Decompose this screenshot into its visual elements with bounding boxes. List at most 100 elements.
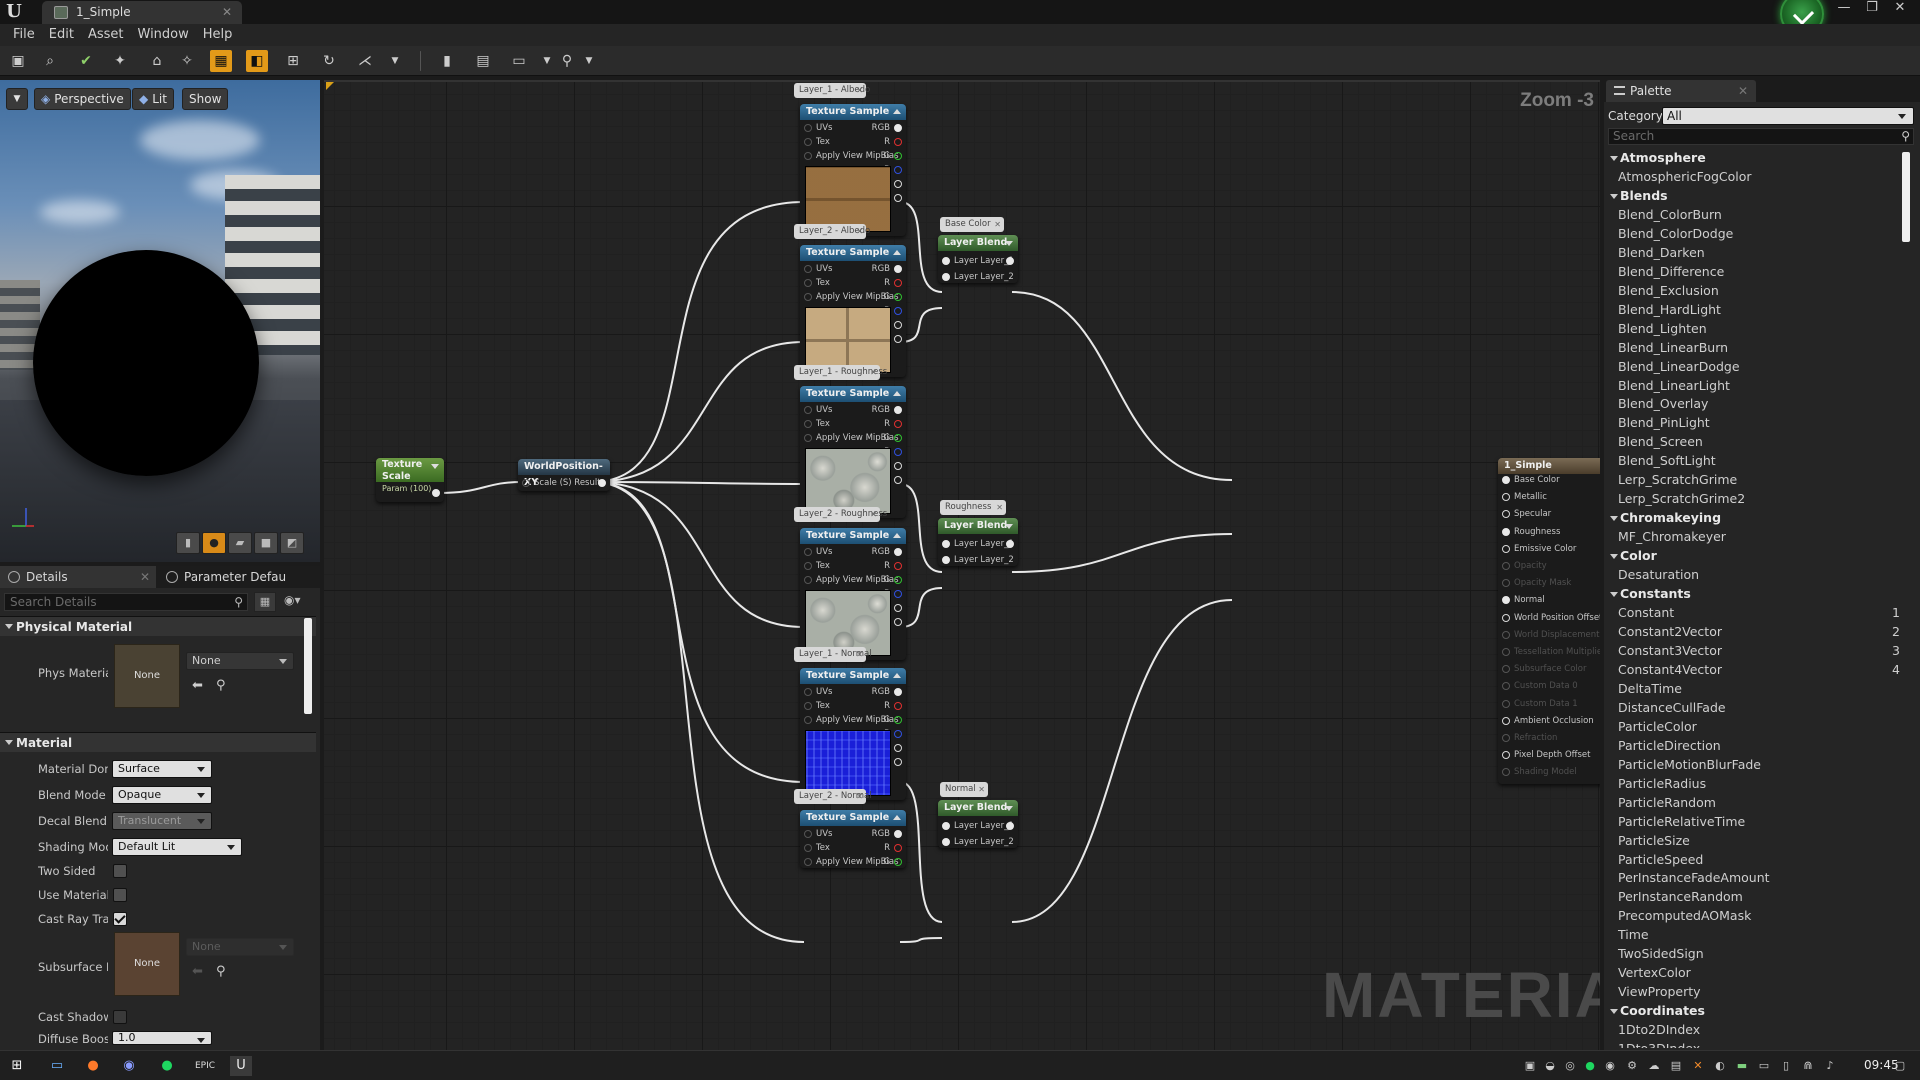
palette-item[interactable]: MF_Chromakeyer bbox=[1604, 527, 1904, 546]
palette-search-input[interactable]: Search⚲ bbox=[1608, 128, 1914, 145]
spotify-icon[interactable]: ● bbox=[161, 1058, 173, 1073]
two-sided-checkbox[interactable] bbox=[113, 864, 127, 878]
input-pin-icon[interactable] bbox=[942, 540, 950, 548]
material-input-pin-icon[interactable] bbox=[1502, 751, 1510, 760]
material-input-pin-icon[interactable] bbox=[1502, 768, 1510, 777]
material-input-pin-icon[interactable] bbox=[1502, 648, 1510, 656]
wifi-icon[interactable]: ⋒ bbox=[1803, 1059, 1813, 1072]
palette-category[interactable]: Color bbox=[1604, 546, 1904, 565]
output-pin-icon[interactable] bbox=[598, 479, 606, 487]
preview-viewport[interactable]: ▼ ◈Perspective ◆Lit Show ▮ ● ▰ ■ ◩ bbox=[0, 80, 320, 562]
output-pin-icon[interactable] bbox=[894, 194, 902, 202]
output-pin-icon[interactable] bbox=[894, 420, 902, 428]
tray-icon[interactable]: ◎ bbox=[1565, 1059, 1575, 1072]
preview-plane-icon[interactable]: ▰ bbox=[228, 532, 252, 554]
palette-item[interactable]: ParticleRandom bbox=[1604, 793, 1904, 812]
palette-item[interactable]: Blend_SoftLight bbox=[1604, 451, 1904, 470]
close-icon[interactable]: ✕ bbox=[996, 503, 1003, 512]
palette-item[interactable]: ParticleSize bbox=[1604, 831, 1904, 850]
close-tab-icon[interactable]: ✕ bbox=[1737, 84, 1748, 98]
input-pin-icon[interactable] bbox=[804, 420, 812, 428]
menu-file[interactable]: File bbox=[13, 27, 35, 42]
eye-icon[interactable]: ◉▾ bbox=[284, 593, 301, 607]
output-pin-icon[interactable] bbox=[894, 138, 902, 146]
stats-icon[interactable]: ▮ bbox=[443, 53, 451, 69]
input-pin-icon[interactable] bbox=[522, 479, 530, 487]
input-pin-icon[interactable] bbox=[804, 562, 812, 570]
phys-material-dropdown[interactable]: None bbox=[186, 652, 294, 670]
save-icon[interactable]: ▣ bbox=[11, 53, 25, 69]
palette-scrollbar[interactable] bbox=[1902, 152, 1910, 242]
layer-blend-comment[interactable]: Normal✕ bbox=[940, 782, 988, 797]
palette-item[interactable]: DistanceCullFade bbox=[1604, 698, 1904, 717]
output-pin-icon[interactable] bbox=[894, 830, 902, 838]
hierarchy-chevron-down-icon[interactable]: ▼ bbox=[585, 56, 593, 66]
tab-parameter-defaults[interactable]: Parameter Defaults bbox=[158, 566, 286, 588]
subsurface-profile-thumbnail[interactable]: None bbox=[114, 932, 180, 996]
input-pin-icon[interactable] bbox=[942, 556, 950, 564]
preview-cylinder-icon[interactable]: ▮ bbox=[176, 532, 200, 554]
material-input-pin-icon[interactable] bbox=[1502, 476, 1510, 484]
lit-button[interactable]: ◆Lit bbox=[132, 88, 174, 110]
blend-mode-dropdown[interactable]: Opaque bbox=[112, 786, 212, 804]
palette-item[interactable]: Blend_LinearDodge bbox=[1604, 357, 1904, 376]
palette-category[interactable]: Chromakeying bbox=[1604, 508, 1904, 527]
output-pin-icon[interactable] bbox=[894, 124, 902, 132]
palette-item[interactable]: Blend_Overlay bbox=[1604, 394, 1904, 413]
use-selected-arrow-icon[interactable]: ⬅ bbox=[192, 964, 203, 979]
output-pin-icon[interactable] bbox=[894, 548, 902, 556]
preview-cube-icon[interactable]: ■ bbox=[254, 532, 278, 554]
collapse-icon[interactable] bbox=[1005, 241, 1013, 246]
platform-stats-icon[interactable]: ▤ bbox=[476, 53, 490, 69]
live-update-icon[interactable]: ↻ bbox=[323, 53, 335, 69]
collapse-icon[interactable] bbox=[893, 250, 901, 255]
palette-item[interactable]: Blend_Difference bbox=[1604, 262, 1904, 281]
palette-item[interactable]: Blend_PinLight bbox=[1604, 413, 1904, 432]
shading-model-dropdown[interactable]: Default Lit bbox=[112, 838, 242, 856]
material-input-pin-icon[interactable] bbox=[1502, 544, 1510, 553]
close-window-button[interactable]: ✕ bbox=[1894, 0, 1906, 15]
material-input-pin-icon[interactable] bbox=[1502, 579, 1510, 588]
home-icon[interactable]: ⌂ bbox=[152, 53, 162, 69]
material-input-pin-icon[interactable] bbox=[1502, 596, 1510, 605]
input-pin-icon[interactable] bbox=[942, 838, 950, 846]
search-icon[interactable]: ✦ bbox=[114, 53, 126, 69]
palette-item[interactable]: Blend_Darken bbox=[1604, 243, 1904, 262]
connectors-icon[interactable]: ▦ bbox=[210, 50, 232, 72]
output-pin-icon[interactable] bbox=[894, 180, 902, 188]
battery-icon[interactable]: ▯ bbox=[1782, 1059, 1790, 1072]
unreal-editor-taskbar-icon[interactable]: U bbox=[230, 1056, 252, 1076]
output-pin-icon[interactable] bbox=[894, 702, 902, 710]
output-pin-icon[interactable] bbox=[894, 604, 902, 612]
hierarchy-icon[interactable]: ⚲ bbox=[561, 53, 573, 69]
palette-item[interactable]: Blend_ColorDodge bbox=[1604, 224, 1904, 243]
output-pin-icon[interactable] bbox=[894, 152, 902, 160]
perspective-button[interactable]: ◈Perspective bbox=[34, 88, 131, 110]
close-tab-icon[interactable]: ✕ bbox=[139, 570, 150, 584]
output-pin-icon[interactable] bbox=[894, 576, 902, 584]
tray-icon[interactable]: ◐ bbox=[1715, 1059, 1725, 1072]
output-pin-icon[interactable] bbox=[1006, 257, 1014, 265]
material-input-pin-icon[interactable] bbox=[1502, 613, 1510, 622]
phys-material-thumbnail[interactable]: None bbox=[114, 644, 180, 708]
browse-search-icon[interactable]: ⚲ bbox=[216, 964, 226, 979]
tab-details[interactable]: Details✕ bbox=[0, 566, 156, 588]
document-tab[interactable]: 1_Simple ✕ bbox=[42, 1, 242, 24]
material-input-pin-icon[interactable] bbox=[1502, 682, 1510, 691]
use-selected-arrow-icon[interactable]: ⬅ bbox=[192, 678, 203, 693]
preview-mesh-icon[interactable]: ◩ bbox=[280, 532, 304, 554]
close-tab-icon[interactable]: ✕ bbox=[221, 5, 232, 19]
hide-unrelated-icon[interactable]: ⋌ bbox=[358, 53, 372, 69]
output-pin-icon[interactable] bbox=[894, 562, 902, 570]
palette-item[interactable]: PerInstanceRandom bbox=[1604, 887, 1904, 906]
material-input-pin-icon[interactable] bbox=[1502, 665, 1510, 674]
close-icon[interactable]: ✕ bbox=[978, 785, 985, 794]
palette-item[interactable]: Desaturation bbox=[1604, 565, 1904, 584]
viewport-options-button[interactable]: ▼ bbox=[6, 88, 28, 110]
output-pin-icon[interactable] bbox=[432, 489, 440, 497]
output-pin-icon[interactable] bbox=[894, 434, 902, 442]
